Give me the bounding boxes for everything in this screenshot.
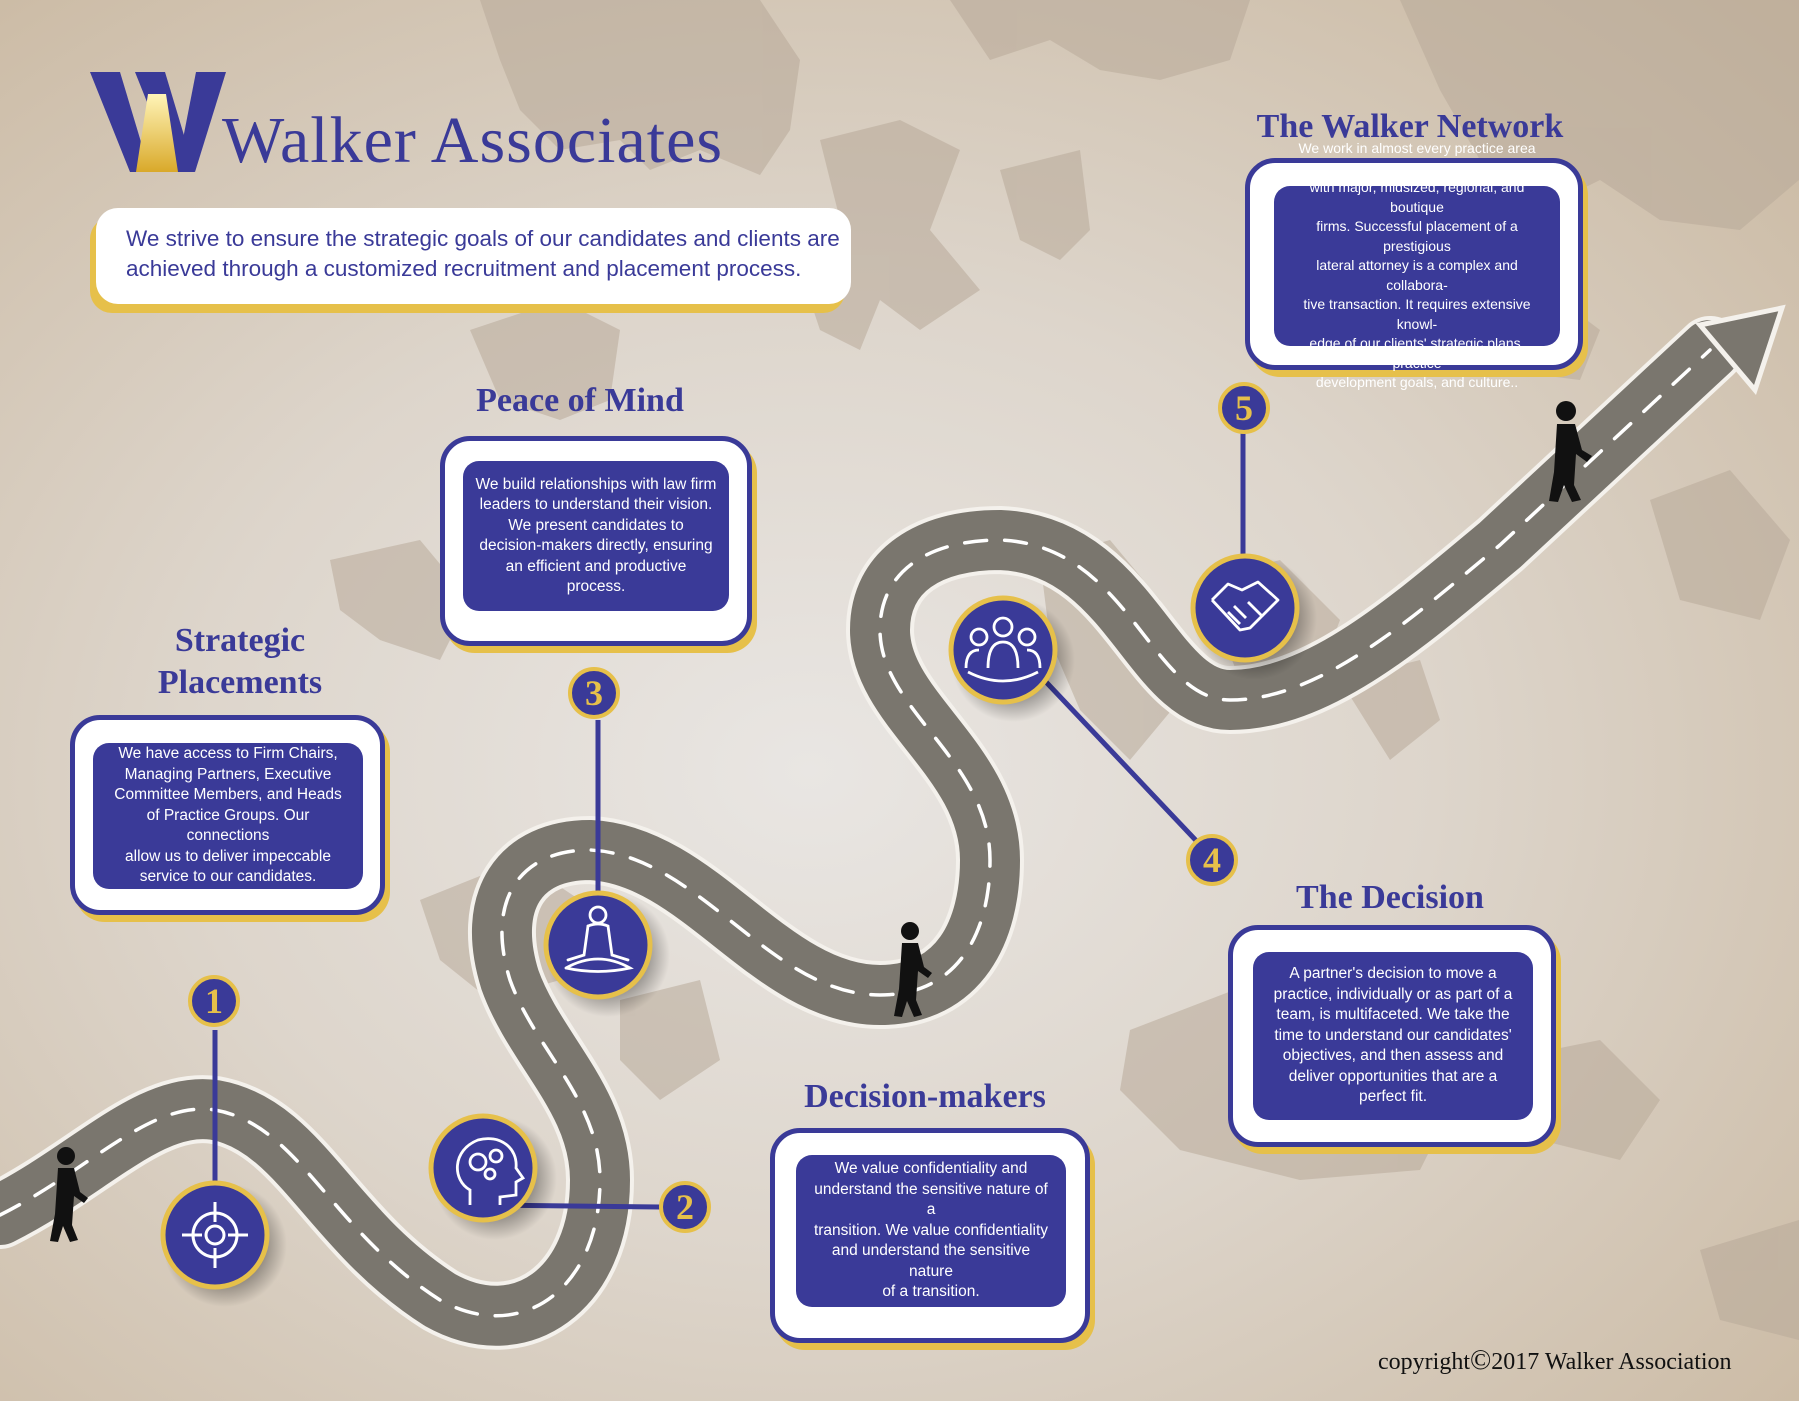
step-1-card: We have access to Firm Chairs, Managing …: [70, 715, 385, 915]
step-2-description: We value confidentiality and understand …: [796, 1155, 1066, 1307]
copyright-text: 2017 Walker Association: [1491, 1349, 1732, 1375]
logo-icon: [90, 72, 226, 172]
description-line: decision-makers directly, ensuring: [479, 537, 713, 554]
step-1-number: 1: [188, 975, 240, 1027]
handshake-icon: [1190, 553, 1317, 680]
step-5-title: The Walker Network: [1256, 108, 1564, 145]
step-1-title-line: Placements: [157, 664, 323, 701]
description-line: tive transaction. It requires extensive …: [1303, 296, 1531, 332]
copyright-prefix: copyright: [1378, 1349, 1470, 1375]
step-2-card: We value confidentiality and understand …: [770, 1128, 1090, 1343]
description-line: transition. We value confidentiality: [813, 1221, 1049, 1239]
step-5-number: 5: [1218, 382, 1270, 434]
description-line: of a transition.: [882, 1283, 980, 1301]
step-4-description: A partner's decision to move a practice,…: [1253, 952, 1533, 1120]
description-line: Managing Partners, Executive: [124, 765, 332, 783]
description-line: We value confidentiality and: [834, 1160, 1028, 1178]
description-line: lateral attorney is a complex and collab…: [1316, 257, 1518, 293]
description-line: deliver opportunities that are a: [1288, 1067, 1498, 1085]
description-line: We build relationships with law firm: [475, 475, 717, 493]
description-line: firms. Successful placement of a prestig…: [1316, 218, 1518, 254]
copyright-icon: ©: [1469, 1345, 1492, 1376]
description-line: We work in almost every practice area an…: [1298, 140, 1536, 176]
description-line: We have access to Firm Chairs,: [118, 745, 338, 763]
road-arrow-icon: [1695, 304, 1786, 396]
description-line: understand the sensitive nature of a: [814, 1180, 1048, 1219]
description-line: We present candidates to: [508, 516, 684, 534]
step-2-title: Decision-makers: [804, 1078, 1046, 1115]
brain-gears-icon: [428, 1113, 557, 1240]
description-line: of Practice Groups. Our connections: [146, 806, 310, 845]
step-3-title: Peace of Mind: [476, 382, 684, 419]
description-line: with major, midsized, regional, and bout…: [1309, 179, 1525, 215]
group-icon: [948, 595, 1075, 722]
copyright: copyright©2017 Walker Association: [1378, 1345, 1732, 1377]
step-1-title-line: Strategic: [174, 622, 306, 659]
description-line: objectives, and then assess and: [1282, 1047, 1504, 1065]
tagline-box: We strive to ensure the strategic goals …: [96, 208, 851, 304]
description-line: development goals, and culture..: [1315, 374, 1519, 391]
description-line: perfect fit.: [1358, 1088, 1428, 1106]
step-2-number: 2: [659, 1181, 711, 1233]
tagline-line: achieved through a customized recruitmen…: [126, 256, 802, 281]
step-4-title: The Decision: [1296, 879, 1484, 916]
walker-figure-icon: [50, 401, 1592, 1242]
description-line: allow us to deliver impeccable: [125, 847, 331, 865]
description-line: A partner's decision to move a: [1289, 965, 1497, 983]
brand-name-first: Walker: [222, 104, 417, 177]
brand-name: Walker Associates: [222, 103, 723, 179]
description-line: and understand the sensitive nature: [831, 1242, 1031, 1280]
step-1-title: Strategic Placements: [120, 620, 360, 704]
description-line: team, is multifaceted. We take the: [1276, 1006, 1510, 1024]
meditation-icon: [543, 890, 670, 1017]
description-line: leaders to understand their vision.: [479, 496, 713, 513]
description-line: service to our candidates.: [139, 868, 317, 886]
step-3-card: We build relationships with law firm lea…: [440, 436, 752, 646]
description-line: time to understand our candidates': [1274, 1026, 1512, 1044]
step-4-card: A partner's decision to move a practice,…: [1228, 925, 1556, 1147]
step-5-card: We work in almost every practice area an…: [1245, 140, 1583, 390]
step-3-number: 3: [568, 667, 620, 719]
target-icon: [160, 1180, 287, 1307]
description-line: an efficient and productive process.: [505, 557, 687, 596]
step-1-description: We have access to Firm Chairs, Managing …: [93, 743, 363, 889]
description-line: practice, individually or as part of a: [1273, 985, 1513, 1003]
brand-name-second: Associates: [430, 104, 724, 177]
tagline-line: We strive to ensure the strategic goals …: [126, 226, 840, 251]
step-5-description: We work in almost every practice area an…: [1274, 140, 1560, 390]
description-line: Committee Members, and Heads: [114, 786, 342, 804]
description-line: edge of our clients' strategic plans, pr…: [1309, 335, 1525, 371]
step-4-number: 4: [1186, 834, 1238, 886]
step-3-description: We build relationships with law firm lea…: [463, 461, 729, 611]
